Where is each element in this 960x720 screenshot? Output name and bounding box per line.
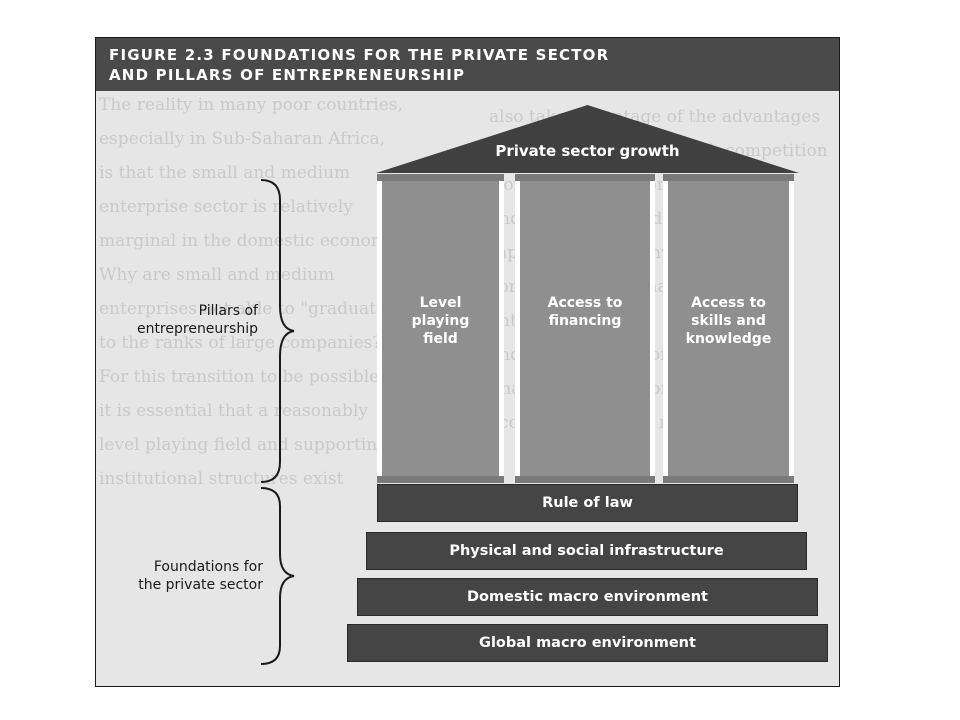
figure-scan: The reality in many poor countries,espec… [95,37,840,687]
foundation-physical-social-infrastructure: Physical and social infrastructure [366,532,807,570]
roof-label: Private sector growth [495,142,680,160]
pillar-capital [515,174,655,181]
figure-title-line-1: FIGURE 2.3 FOUNDATIONS FOR THE PRIVATE S… [109,46,610,64]
pillar-base [663,476,794,483]
foundation-domestic-macro-environment: Domestic macro environment [357,578,818,616]
pillar-base [515,476,655,483]
pillars-brace [260,179,295,483]
pillar-capital [663,174,794,181]
foundation-rule-of-law: Rule of law [377,484,798,522]
pillar-base [377,476,504,483]
foundations-brace [260,487,295,665]
figure-title-bar: FIGURE 2.3 FOUNDATIONS FOR THE PRIVATE S… [96,38,839,91]
pillar-capital [377,174,504,181]
pillar-level-playing-field: Level playing field [377,174,504,483]
foundation-global-macro-environment: Global macro environment [347,624,828,662]
pillar-access-to-financing: Access to financing [515,174,655,483]
pillar-label: Level playing field [411,295,470,347]
pillars-side-label: Pillars of entrepreneurship [136,303,258,337]
pillar-label: Access to skills and knowledge [685,295,772,347]
pillar-access-to-skills: Access to skills and knowledge [663,174,794,483]
figure-title-line-2: AND PILLARS OF ENTREPRENEURSHIP [109,66,466,84]
bleed-through-text-left: The reality in many poor countries,espec… [99,95,403,489]
foundations-side-label: Foundations for the private sector [138,559,263,593]
pillar-label: Access to financing [547,295,623,329]
